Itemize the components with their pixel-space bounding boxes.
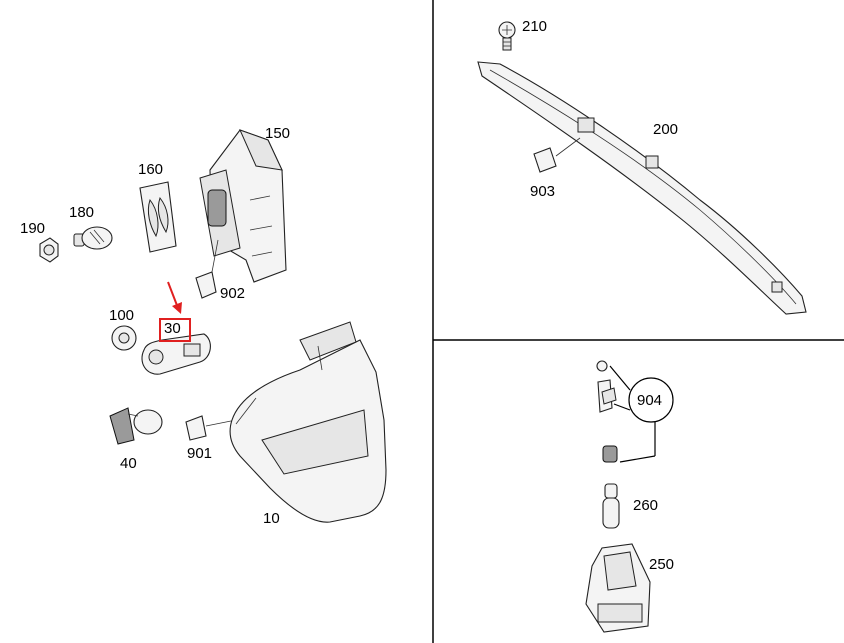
part-150-bulb-holder[interactable] [199, 129, 287, 283]
label-100: 100 [109, 307, 135, 324]
label-260: 260 [633, 497, 659, 514]
part-903-clip[interactable] [533, 137, 581, 173]
part-30-cover-plate[interactable] [141, 333, 211, 375]
part-210-screw[interactable] [498, 21, 516, 51]
label-250: 250 [649, 556, 675, 573]
part-160-gasket[interactable] [139, 181, 177, 253]
label-10: 10 [263, 510, 280, 527]
part-10-tail-lamp[interactable] [229, 321, 387, 523]
label-150: 150 [265, 125, 291, 142]
highlight-arrow [167, 281, 182, 314]
part-190-nut[interactable] [39, 237, 59, 263]
label-903: 903 [530, 183, 556, 200]
label-904: 904 [637, 392, 663, 409]
part-100-washer[interactable] [111, 325, 137, 351]
label-902: 902 [220, 285, 246, 302]
part-250-license-lamp[interactable] [585, 543, 651, 633]
part-200-light-strip[interactable] [477, 61, 807, 315]
part-904-callout [609, 365, 674, 463]
label-210: 210 [522, 18, 548, 35]
part-260-bulb[interactable] [602, 483, 620, 529]
label-40: 40 [120, 455, 137, 472]
part-180-bulb[interactable] [73, 226, 113, 250]
label-200: 200 [653, 121, 679, 138]
part-904-bulb-holder-set[interactable] [596, 360, 618, 463]
label-30: 30 [164, 320, 181, 337]
label-190: 190 [20, 220, 46, 237]
label-901: 901 [187, 445, 213, 462]
part-902-clip[interactable] [195, 239, 219, 299]
label-160: 160 [138, 161, 164, 178]
highlight-box [159, 318, 191, 342]
part-901-clip[interactable] [185, 415, 237, 441]
part-40-socket[interactable] [109, 407, 163, 445]
label-180: 180 [69, 204, 95, 221]
